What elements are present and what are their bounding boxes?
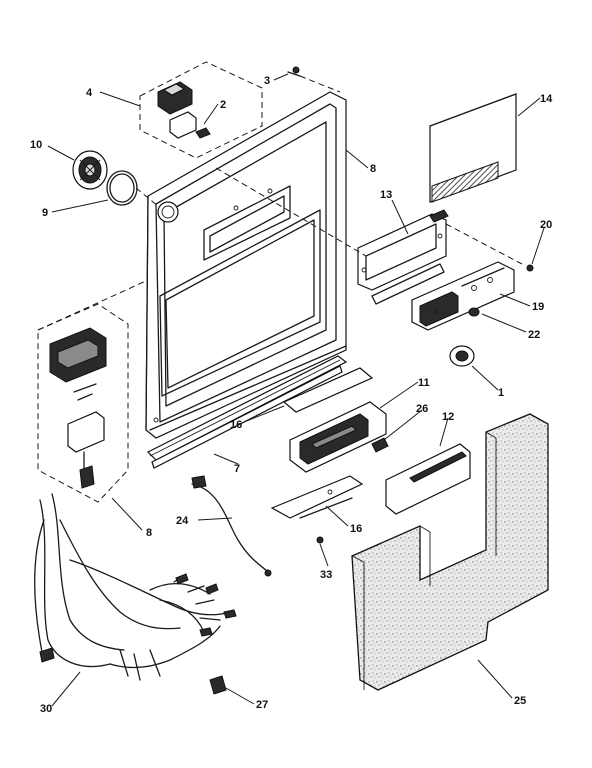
control-overlay xyxy=(429,93,517,203)
callout-25: 25 xyxy=(514,695,526,707)
callout-1: 1 xyxy=(498,387,504,399)
callout-10: 10 xyxy=(30,139,42,151)
screw-3 xyxy=(287,66,341,93)
knob-22 xyxy=(468,307,480,317)
callout-20: 20 xyxy=(540,219,552,231)
callout-8-lower: 8 xyxy=(146,527,152,539)
callout-33: 33 xyxy=(320,569,332,581)
bracket-16 xyxy=(270,475,364,519)
callout-3: 3 xyxy=(264,75,270,87)
callout-14: 14 xyxy=(540,93,553,105)
cable-24 xyxy=(191,475,272,577)
callout-7: 7 xyxy=(234,463,240,475)
part-26 xyxy=(371,437,389,453)
callout-4: 4 xyxy=(86,87,93,99)
rinse-aid-cap xyxy=(72,150,108,190)
callout-12: 12 xyxy=(442,411,454,423)
callout-26: 26 xyxy=(416,403,428,415)
callout-11: 11 xyxy=(418,377,430,389)
dispenser-group xyxy=(139,61,263,159)
control-console xyxy=(411,261,515,331)
leader-lines xyxy=(47,73,545,707)
control-bracket xyxy=(357,209,449,305)
callout-9: 9 xyxy=(42,207,48,219)
screw-33 xyxy=(316,536,324,544)
rinse-aid-gasket xyxy=(106,170,138,206)
callout-24: 24 xyxy=(176,515,189,527)
bottom-trim-strip xyxy=(146,355,348,469)
callout-16-upper: 16 xyxy=(230,419,242,431)
callout-30: 30 xyxy=(40,703,52,715)
callout-27: 27 xyxy=(256,699,268,711)
vent-handle xyxy=(282,367,387,473)
callout-19: 19 xyxy=(532,301,544,313)
wire-harness xyxy=(34,493,237,681)
callout-16-lower: 16 xyxy=(350,523,362,535)
callout-22: 22 xyxy=(528,329,540,341)
knob-1 xyxy=(449,345,475,367)
door-panel xyxy=(145,91,347,439)
screw-20 xyxy=(526,264,534,272)
insulation-blanket xyxy=(351,413,549,691)
connector-27 xyxy=(209,675,227,695)
callout-2: 2 xyxy=(220,99,226,111)
callout-13: 13 xyxy=(380,189,392,201)
callout-8-upper: 8 xyxy=(370,163,376,175)
latch-assembly xyxy=(37,279,149,503)
vent-cover xyxy=(385,443,471,515)
